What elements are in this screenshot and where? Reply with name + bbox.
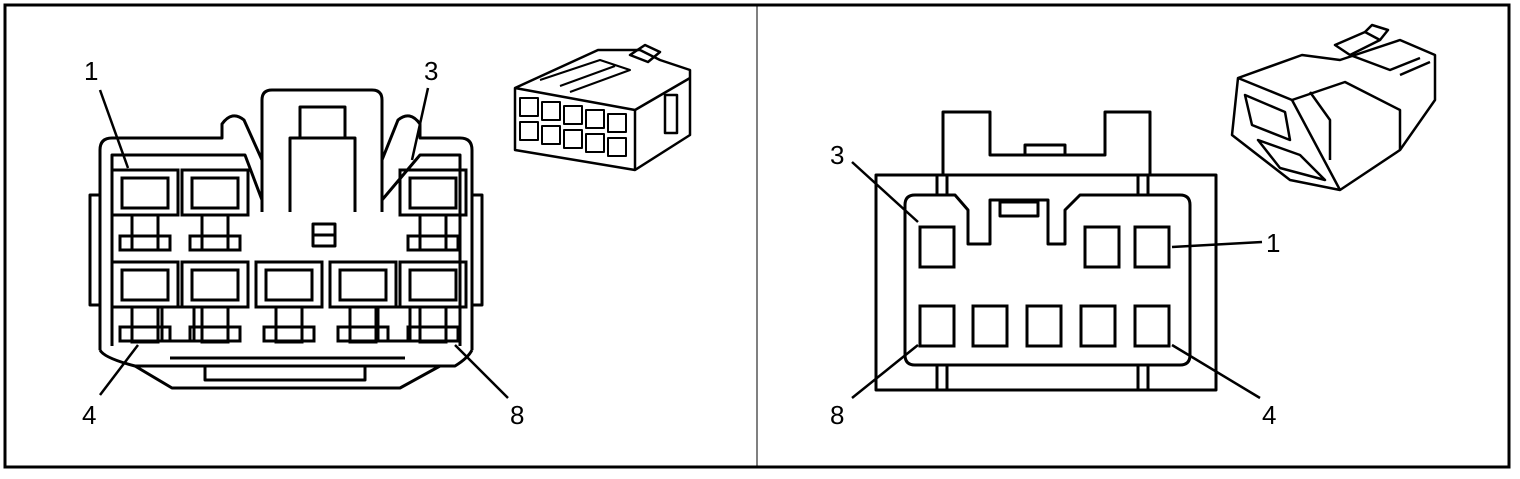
right-cavity-5	[1079, 304, 1117, 348]
left-pin-label-8: 8	[510, 400, 524, 430]
right-cavity-8	[918, 304, 956, 348]
left-pin-label-3: 3	[424, 56, 438, 86]
left-leader-lines	[98, 87, 509, 399]
left-pin-label-1: 1	[84, 56, 98, 86]
right-cavity-4	[1133, 304, 1171, 348]
right-cavity-1	[1133, 225, 1171, 269]
cavity-bottom-3	[254, 260, 324, 344]
left-connector-isometric-view	[513, 43, 692, 172]
right-cavity-3	[918, 225, 956, 269]
right-cavity-7	[971, 304, 1009, 348]
left-cavity-grid	[110, 168, 468, 344]
right-cavity-6	[1025, 304, 1063, 348]
left-pin-label-4: 4	[82, 400, 96, 430]
right-leader-lines	[851, 161, 1263, 400]
right-pin-label-8: 8	[830, 400, 844, 430]
right-pin-label-1: 1	[1266, 228, 1280, 258]
cavity-bottom-5	[398, 260, 468, 344]
right-connector-isometric-view	[1230, 23, 1437, 192]
cavity-top-2	[180, 168, 250, 252]
right-cavity-grid	[918, 225, 1171, 348]
left-connector-face-view	[88, 88, 484, 390]
cavity-bottom-2	[180, 260, 250, 344]
cavity-top-3	[398, 168, 468, 252]
cavity-top-1	[110, 168, 180, 252]
right-connector-face-view	[874, 110, 1218, 392]
cavity-bottom-4	[328, 260, 398, 344]
right-cavity-2	[1083, 225, 1121, 269]
right-pin-label-3: 3	[830, 140, 844, 170]
right-pin-label-4: 4	[1262, 400, 1276, 430]
cavity-bottom-1	[110, 260, 180, 344]
